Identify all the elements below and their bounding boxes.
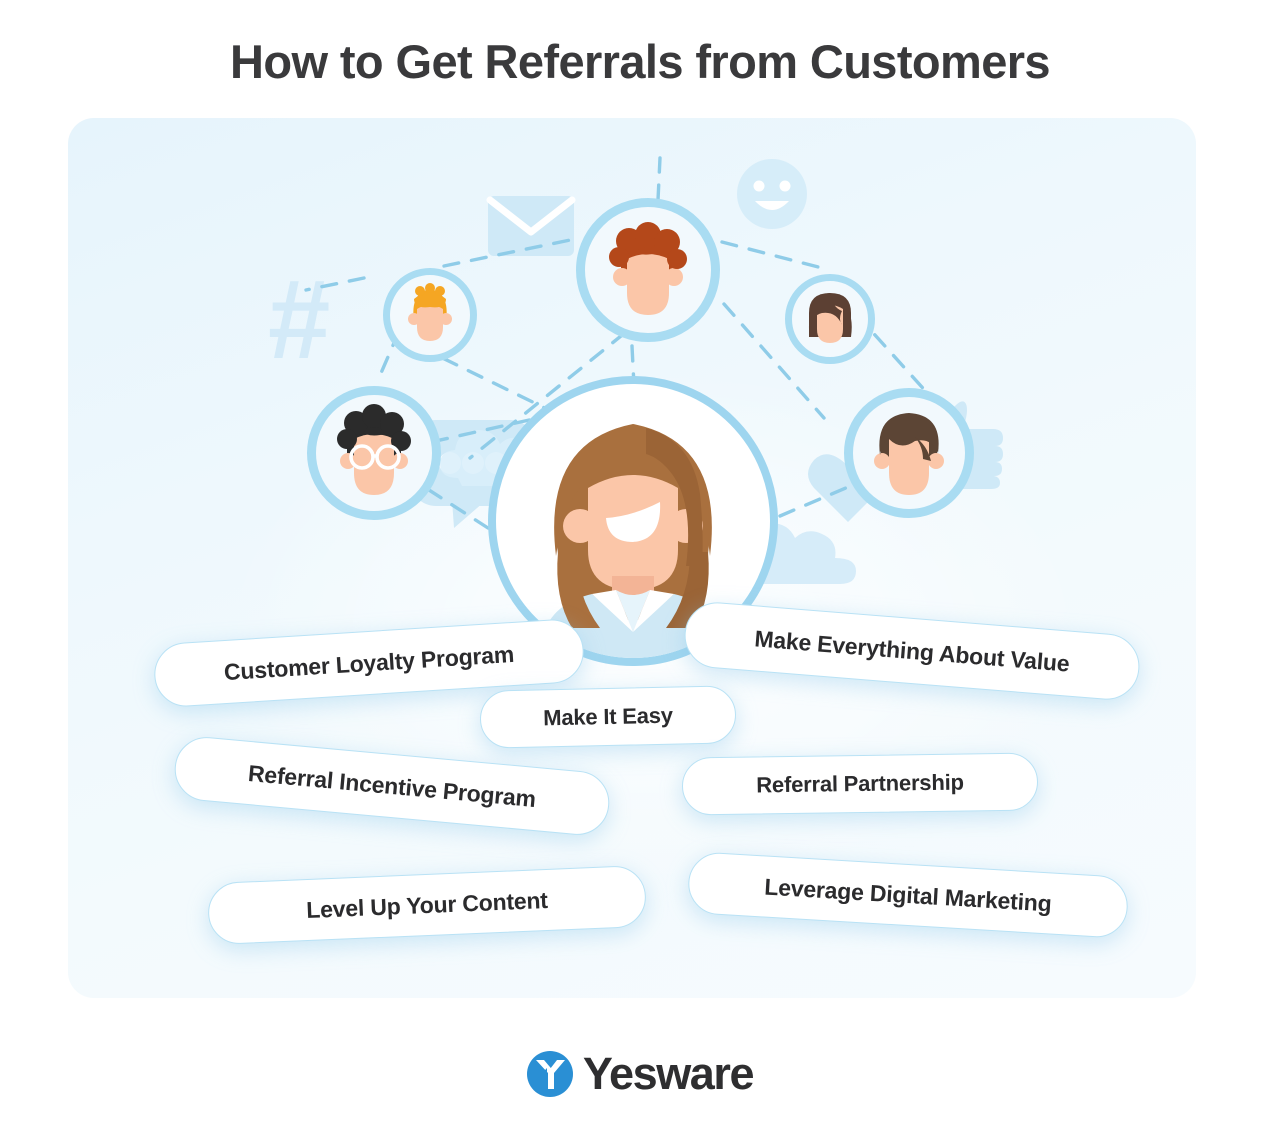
smiley-face-icon: [737, 159, 807, 229]
avatar-left: [307, 386, 441, 520]
avatar-top-left: [383, 268, 477, 362]
pill-referral-partnership[interactable]: Referral Partnership: [681, 752, 1039, 816]
avatar-top-right: [785, 274, 875, 364]
hashtag-icon: #: [268, 257, 331, 382]
avatar-top-center: [576, 198, 720, 342]
pill-label: Referral Incentive Program: [247, 759, 538, 812]
yesware-logo-icon: [526, 1051, 573, 1097]
envelope-icon: [486, 196, 576, 256]
footer-logo[interactable]: Yesware: [0, 1048, 1280, 1100]
pill-label: Level Up Your Content: [305, 886, 549, 923]
page-title: How to Get Referrals from Customers: [230, 35, 1051, 88]
yesware-wordmark: Yesware: [582, 1048, 755, 1099]
pill-label: Referral Partnership: [756, 769, 964, 798]
pill-label: Leverage Digital Marketing: [763, 872, 1053, 917]
pill-make-it-easy[interactable]: Make It Easy: [479, 685, 737, 749]
pill-label: Make It Easy: [542, 702, 674, 731]
illustration-panel: #: [68, 118, 1196, 998]
avatar-right: [844, 388, 974, 518]
glasses-icon: [349, 444, 401, 470]
pill-label: Customer Loyalty Program: [223, 640, 515, 685]
pill-label: Make Everything About Value: [753, 624, 1071, 677]
